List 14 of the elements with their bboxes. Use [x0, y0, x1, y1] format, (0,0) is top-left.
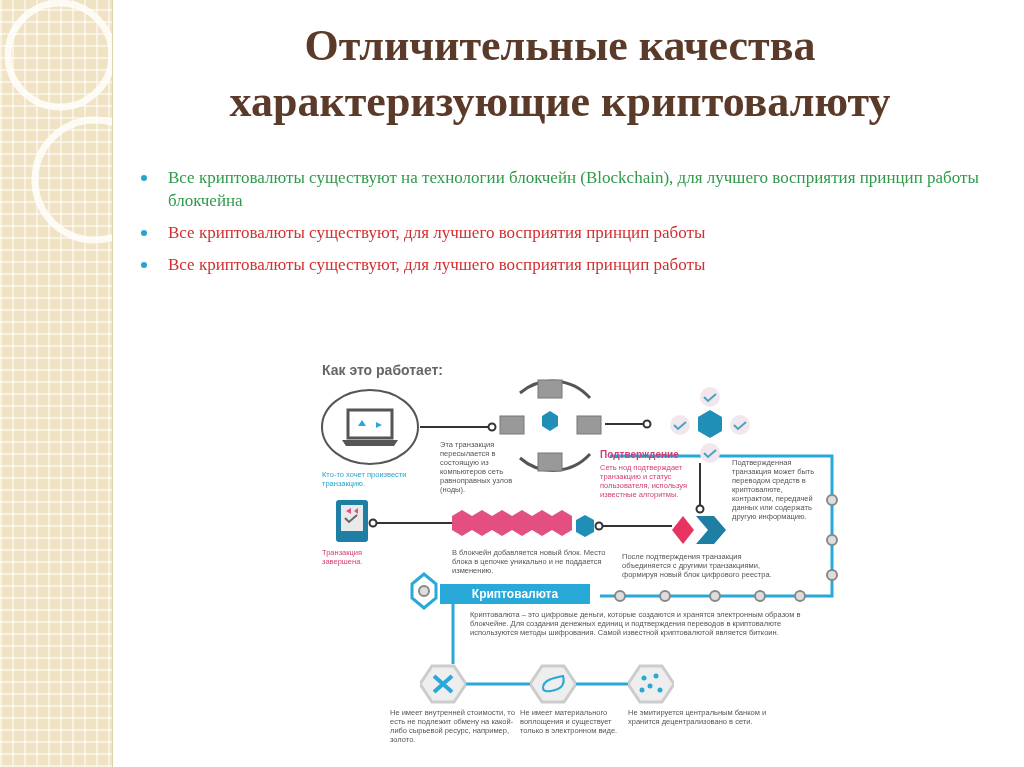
slide-title: Отличительные качества характеризующие криптовалюту	[228, 20, 892, 128]
step-heading: Подтверждение	[600, 450, 680, 459]
connector-line	[594, 521, 673, 531]
bullet-text: Все криптовалюты существуют, для лучшего восприятия принцип работы	[138, 221, 998, 244]
bullet-text: Все криптовалюты существуют на технологии блокчейн (Blockchain), для лучшего восприятия принцип работы блокчейна	[138, 166, 998, 212]
bullet-text: Все криптовалюты существуют, для лучшего восприятия принцип работы	[138, 253, 998, 276]
connector-line	[604, 419, 652, 429]
connector-line	[451, 604, 455, 664]
connector-line	[368, 518, 453, 528]
connector-line	[695, 462, 705, 514]
connector-line	[466, 682, 530, 686]
connector-line	[419, 422, 497, 432]
title-band: Криптовалюта	[440, 584, 590, 604]
connector-line	[576, 682, 628, 686]
